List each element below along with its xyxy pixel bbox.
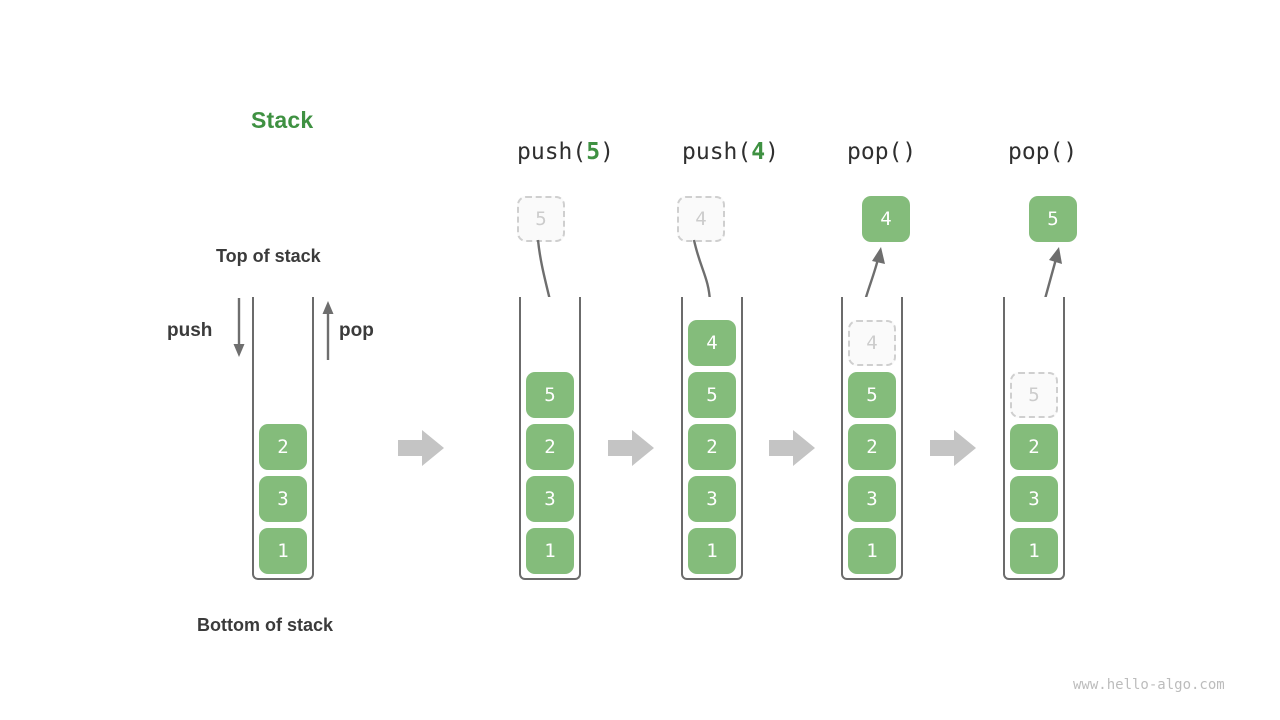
stack-box: 1 [526,528,574,574]
op-header-push-5: push(5) [517,139,614,165]
floating-ghost-box-push-4: 4 [677,196,725,242]
stack-box: 1 [848,528,896,574]
flow-arrow-icon [769,430,815,466]
stack-box: 4 [688,320,736,366]
stack-boxes-pop-4: 4 5 2 3 1 [848,320,896,574]
stack-box: 2 [1010,424,1058,470]
bottom-of-stack-label: Bottom of stack [197,615,334,635]
stack-box: 2 [688,424,736,470]
top-of-stack-label: Top of stack [216,246,321,266]
push-label: push [167,320,213,341]
stack-box: 5 [526,372,574,418]
op-header-prefix: pop( [1008,139,1064,165]
op-header-suffix: ) [765,139,779,165]
op-header-suffix: ) [600,139,614,165]
op-header-suffix: ) [902,139,917,165]
flow-arrow-icon [930,430,976,466]
stack-box: 2 [259,424,307,470]
op-header-prefix: pop( [847,139,903,165]
op-header-arg: 4 [751,139,766,165]
stack-box: 2 [848,424,896,470]
stack-box: 1 [688,528,736,574]
stack-box: 5 [688,372,736,418]
stack-box: 5 [848,372,896,418]
stack-box: 3 [848,476,896,522]
op-header-pop-4: pop() [847,139,916,165]
popped-box-5: 5 [1029,196,1077,242]
push-direction-arrow [233,298,245,357]
stack-boxes-push-5: 5 2 3 1 [526,372,574,574]
op-header-suffix: ) [1063,139,1078,165]
op-header-pop-5: pop() [1008,139,1077,165]
flow-arrow-icon [398,430,444,466]
pop-label: pop [339,320,374,341]
watermark: www.hello-algo.com [1073,677,1225,693]
op-header-arg: 5 [586,139,601,165]
op-header-push-4: push(4) [682,139,779,165]
page-title: Stack [251,107,314,133]
stack-box: 2 [526,424,574,470]
stack-boxes-pop-5: 5 2 3 1 [1010,372,1058,574]
ghost-stack-box: 5 [1010,372,1058,418]
op-header-prefix: push( [517,139,587,165]
stack-box: 3 [259,476,307,522]
stack-box: 3 [526,476,574,522]
ghost-stack-box: 4 [848,320,896,366]
stack-box: 1 [259,528,307,574]
stack-box: 1 [1010,528,1058,574]
popped-box-4: 4 [862,196,910,242]
stack-boxes-push-4: 4 5 2 3 1 [688,320,736,574]
stack-box: 3 [688,476,736,522]
stack-box: 3 [1010,476,1058,522]
floating-ghost-box-push-5: 5 [517,196,565,242]
op-header-prefix: push( [682,139,752,165]
stack-boxes-initial: 2 3 1 [259,424,307,574]
pop-direction-arrow [322,301,334,360]
flow-arrow-icon [608,430,654,466]
